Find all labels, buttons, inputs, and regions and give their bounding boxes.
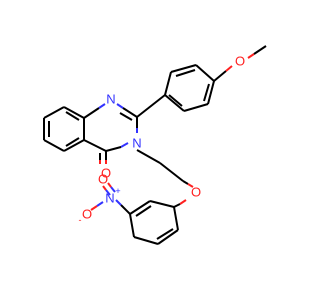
bond-benzo-1	[43, 106, 65, 119]
bond-ch2-o-half	[187, 183, 194, 188]
bond-aryl-o	[213, 70, 227, 82]
bond-aryl-n-nitro	[120, 204, 131, 215]
bond-aryl-double-2	[203, 83, 210, 102]
bond-n1-half	[98, 103, 106, 109]
methoxyphenyl-ring	[136, 64, 215, 118]
bond-n1-c2	[122, 107, 138, 118]
bond-benzo-3	[43, 139, 65, 152]
bond-n-o-double-second	[107, 182, 112, 188]
bond-nitroaryl-6	[149, 200, 175, 208]
bond-n-o-double-second-half	[110, 186, 116, 193]
nitro-group	[90, 182, 131, 215]
atom-carbonyl-o-label: O	[101, 166, 111, 181]
bond-n3-c4-half	[120, 142, 129, 148]
bond-benzo-6	[63, 106, 85, 119]
bond-n1-c2-double	[119, 112, 133, 121]
bond-nitroaryl-1	[173, 206, 179, 231]
bond-c2-aryl	[136, 94, 166, 118]
bond-n3-c4	[105, 146, 122, 152]
bond-aryl-2	[170, 64, 197, 73]
bond-nitroaryl-3	[133, 236, 159, 245]
atom-nitro-o-double-label: O	[98, 172, 108, 187]
methoxy-group	[213, 45, 267, 82]
atom-nitro-n-charge: +	[115, 186, 120, 196]
bond-o-me	[253, 45, 267, 55]
bond-aryl-o-half	[225, 65, 233, 72]
atom-nitro-o-minus-charge: -	[79, 215, 82, 225]
atom-n3-label: N	[132, 136, 141, 151]
bond-benzo-double-2	[65, 137, 80, 147]
ethylene-linker	[136, 149, 194, 188]
atom-nitro-n-label: N	[105, 191, 114, 206]
bond-nitroaryl-5	[129, 200, 151, 215]
bond-aryl-n-nitro-half	[115, 199, 122, 206]
bond-benzo-double-3	[65, 111, 80, 121]
bond-o-me-half	[247, 53, 255, 59]
bond-aryl-double-1	[175, 69, 196, 77]
molecule-diagram: N N O O O N + O - O	[43, 45, 267, 245]
pyrimidinone-ring	[83, 103, 138, 152]
bond-nitroaryl-4	[129, 213, 135, 238]
atom-nitro-o-minus-label: O	[82, 207, 92, 222]
bond-n-o-double-half	[105, 189, 111, 196]
bond-aryl-4	[207, 80, 215, 105]
benzo-ring	[43, 106, 85, 152]
bond-n-o-minus	[90, 205, 98, 211]
bond-n-o-minus-half	[96, 201, 104, 207]
bond-nitroaryl-double-2	[135, 205, 152, 217]
bond-aryl-3	[195, 64, 215, 82]
bond-aryl-double-3	[168, 94, 183, 107]
molecule-structure-canvas: N N O O O N + O - O	[43, 45, 267, 245]
atom-methoxy-o-label: O	[235, 54, 245, 69]
bond-benzo-4	[63, 139, 85, 152]
bond-n3-ch2	[136, 149, 161, 164]
bond-nitroaryl-2	[157, 229, 179, 245]
atom-n1-label: N	[106, 92, 115, 107]
bond-aryl-1	[164, 71, 172, 96]
atom-ether-o-label: O	[191, 185, 201, 200]
bond-aryl-6	[164, 94, 185, 112]
bond-o-aryl-half	[179, 199, 187, 205]
carbonyl-group	[99, 151, 107, 164]
bond-c4-c4a	[83, 139, 107, 152]
bond-n1-c2-half	[116, 103, 124, 109]
bond-o-aryl	[173, 203, 181, 208]
bond-c8a-n1	[83, 107, 100, 119]
bond-n-o-double	[102, 185, 107, 191]
bond-ch2-ch2	[159, 162, 184, 182]
bond-nitroaryl-double-1	[156, 228, 174, 240]
bond-ch2-o	[182, 180, 189, 185]
nitrophenyl-ring	[129, 199, 187, 245]
bond-aryl-5	[183, 103, 209, 112]
